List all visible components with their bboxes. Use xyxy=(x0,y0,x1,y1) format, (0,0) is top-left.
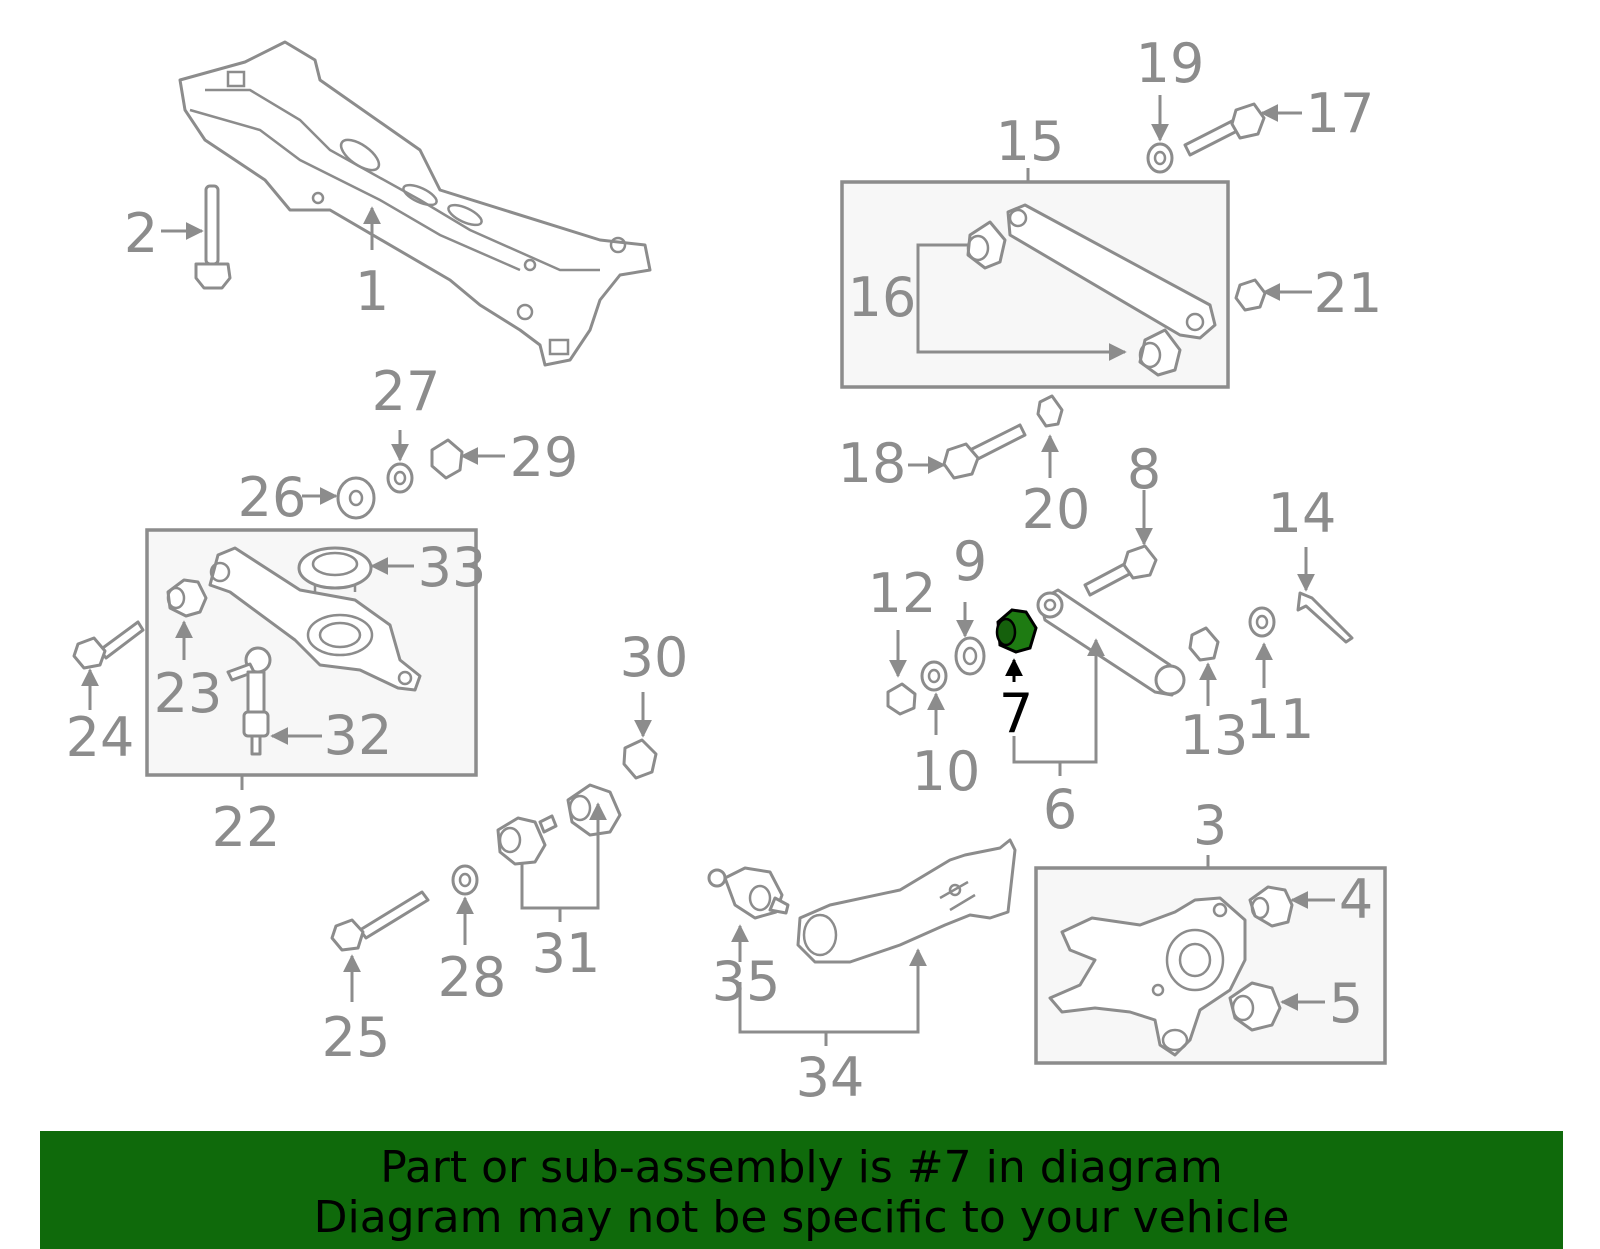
bushing-4-hole xyxy=(1250,896,1270,920)
callout-31: 31 xyxy=(532,922,601,985)
callout-1: 1 xyxy=(355,260,389,323)
washer-11-part xyxy=(1248,606,1276,638)
callout-3: 3 xyxy=(1193,794,1227,857)
callout-12: 12 xyxy=(868,562,937,625)
leader-lines xyxy=(81,95,1335,1046)
bushing-5-part xyxy=(1228,981,1282,1032)
washer-26-part xyxy=(336,476,376,520)
washer-26-hole xyxy=(348,489,364,507)
washer-10-hole xyxy=(927,668,941,684)
callout-16: 16 xyxy=(848,266,917,329)
nut-21-part xyxy=(1234,278,1267,312)
callout-21: 21 xyxy=(1314,262,1383,325)
washer-9-part xyxy=(954,636,986,676)
nut-12-part xyxy=(886,682,917,716)
callout-28: 28 xyxy=(438,946,507,1009)
washer-19-part xyxy=(1146,142,1174,174)
callout-7-highlighted: 7 xyxy=(999,682,1033,745)
callout-17: 17 xyxy=(1306,82,1375,145)
stabilizer-link-32-part xyxy=(226,646,272,756)
callout-5: 5 xyxy=(1329,972,1363,1035)
link-arm-6-part xyxy=(1036,588,1186,697)
callout-4: 4 xyxy=(1339,868,1373,931)
callout-20: 20 xyxy=(1022,478,1091,541)
link-arm-15-part xyxy=(966,203,1217,377)
bolt-24-part xyxy=(72,620,145,670)
washer-28-part xyxy=(451,864,479,896)
callout-23: 23 xyxy=(154,662,223,725)
banner-line-disclaimer: Diagram may not be specific to your vehi… xyxy=(313,1192,1290,1243)
callout-2: 2 xyxy=(124,202,158,265)
nut-30-part xyxy=(622,738,658,780)
mount-33-part xyxy=(297,546,373,592)
callout-32: 32 xyxy=(324,704,393,767)
knuckle-3-part xyxy=(1048,896,1247,1057)
callout-33: 33 xyxy=(418,536,487,599)
pin-14-part xyxy=(1296,591,1354,644)
bushing-5-hole xyxy=(1231,994,1255,1022)
callout-9: 9 xyxy=(953,530,987,593)
nut-20-part xyxy=(1036,394,1064,428)
washer-9-hole xyxy=(962,646,978,666)
trailing-arm-34-part xyxy=(796,838,1017,964)
bushing-35-part xyxy=(707,866,790,920)
callout-10: 10 xyxy=(912,740,981,803)
upper-arm-22-part xyxy=(208,546,422,692)
info-banner: Part or sub-assembly is #7 in diagram Di… xyxy=(40,1131,1563,1249)
callout-24: 24 xyxy=(66,706,135,769)
washer-27-hole xyxy=(393,470,407,486)
bolt-25-part xyxy=(330,890,430,952)
callout-29: 29 xyxy=(510,426,579,489)
callout-15: 15 xyxy=(996,110,1065,173)
callout-19: 19 xyxy=(1136,32,1205,95)
bushing-23-hole xyxy=(166,586,186,610)
callout-22: 22 xyxy=(212,796,281,859)
nut-13-part xyxy=(1188,626,1220,662)
callout-27: 27 xyxy=(372,360,441,423)
callout-11: 11 xyxy=(1246,688,1315,751)
banner-line-part-number: Part or sub-assembly is #7 in diagram xyxy=(380,1142,1223,1193)
nut-29-part xyxy=(430,438,464,480)
callout-25: 25 xyxy=(322,1006,391,1069)
washer-10-part xyxy=(920,660,948,692)
washer-28-hole xyxy=(458,872,472,888)
bushing-31-part xyxy=(496,783,622,866)
washer-19-hole xyxy=(1153,150,1167,166)
callout-26: 26 xyxy=(238,466,307,529)
callout-6: 6 xyxy=(1043,778,1077,841)
callout-8: 8 xyxy=(1127,438,1161,501)
bolt-18-part xyxy=(942,423,1027,480)
crossmember-part xyxy=(178,40,652,367)
washer-27-part xyxy=(386,462,414,494)
washer-11-hole xyxy=(1255,614,1269,630)
callout-14: 14 xyxy=(1268,482,1337,545)
callout-18: 18 xyxy=(838,432,907,495)
callout-30: 30 xyxy=(620,626,689,689)
callout-13: 13 xyxy=(1180,704,1249,767)
bushing-7-highlighted-part xyxy=(995,608,1038,654)
bolt-17-part xyxy=(1183,102,1266,157)
callout-34: 34 xyxy=(796,1046,865,1109)
bolt-8-part xyxy=(1083,544,1158,597)
callout-35: 35 xyxy=(712,950,781,1013)
bolt-2-part xyxy=(194,184,232,290)
